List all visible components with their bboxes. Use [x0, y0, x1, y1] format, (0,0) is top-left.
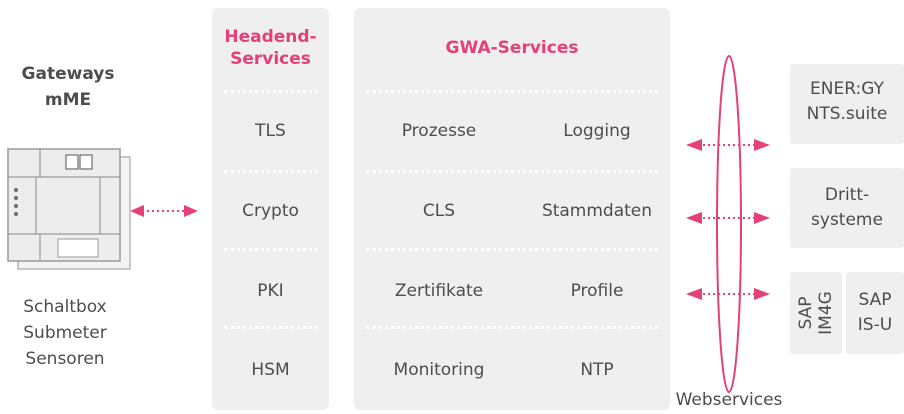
sap-isu-line2: IS-U	[857, 315, 893, 335]
gateways-title-line1: Gateways	[21, 64, 115, 84]
headend-item-crypto: Crypto	[242, 201, 299, 221]
gateway-link-arrow	[130, 205, 198, 217]
gateway-label-sensoren: Sensoren	[25, 349, 105, 369]
gwa-divider	[366, 90, 658, 93]
gwa-item-ntp: NTP	[580, 360, 614, 380]
drittsysteme-line2: systeme	[811, 210, 883, 230]
gwa-divider	[366, 248, 658, 251]
headend-item-pki: PKI	[257, 281, 284, 301]
gwa-item-logging: Logging	[563, 121, 631, 141]
webservices-ellipse	[716, 55, 742, 393]
gwa-item-prozesse: Prozesse	[401, 121, 477, 141]
gwa-item-cls: CLS	[422, 201, 456, 221]
link-arrow-drittsysteme	[686, 212, 770, 224]
gateway-label-schaltbox: Schaltbox	[23, 297, 107, 317]
drittsysteme-line1: Dritt-	[824, 185, 870, 205]
energy-suite-line2: NTS.suite	[806, 104, 888, 124]
gwa-divider	[366, 326, 658, 329]
gateways-title: Gateways mME	[18, 61, 118, 113]
sap-isu-line1: SAP	[858, 290, 892, 310]
webservices-label: Webservices	[675, 390, 783, 410]
drittsysteme-box: Dritt- systeme	[790, 168, 904, 248]
sap-isu-box: SAP IS-U	[846, 272, 904, 354]
headend-divider	[224, 170, 318, 173]
link-arrow-energy	[686, 139, 770, 151]
energy-suite-box: ENER:GY NTS.suite	[790, 64, 904, 144]
headend-header: Headend- Services	[212, 26, 329, 70]
headend-divider	[224, 90, 318, 93]
sap-im4g-box: SAP IM4G	[790, 272, 842, 354]
energy-suite-line1: ENER:GY	[810, 79, 884, 99]
gateways-title-line2: mME	[44, 90, 92, 110]
gwa-item-profile: Profile	[570, 281, 624, 301]
headend-divider	[224, 326, 318, 329]
gateway-label-submeter: Submeter	[23, 323, 107, 343]
gateway-type-labels: Schaltbox Submeter Sensoren	[10, 294, 120, 372]
gwa-header: GWA-Services	[445, 38, 579, 58]
headend-item-tls: TLS	[255, 121, 286, 141]
gwa-divider	[366, 170, 658, 173]
headend-panel	[212, 8, 329, 410]
gwa-item-monitoring: Monitoring	[393, 360, 485, 380]
link-arrow-sap	[686, 288, 770, 300]
headend-divider	[224, 248, 318, 251]
gwa-item-stammdaten: Stammdaten	[541, 201, 653, 221]
sap-im4g-label: SAP IM4G	[796, 291, 836, 335]
gwa-panel	[354, 8, 670, 410]
sap-im4g-line1: SAP	[796, 296, 816, 330]
gwa-item-zertifikate: Zertifikate	[394, 281, 484, 301]
headend-header-line2: Services	[230, 49, 311, 69]
headend-item-hsm: HSM	[251, 360, 290, 380]
headend-header-line1: Headend-	[224, 27, 317, 47]
sap-im4g-line2: IM4G	[816, 291, 836, 335]
